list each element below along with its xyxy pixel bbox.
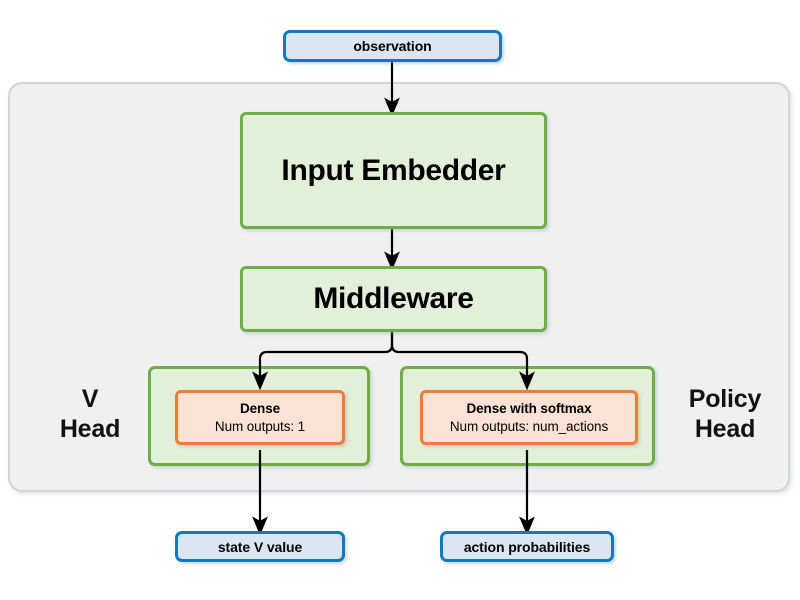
policy-head-caption: Policy Head	[662, 385, 788, 444]
node-action-probabilities[interactable]: action probabilities	[440, 531, 614, 562]
node-policy-dense-subtitle: Num outputs: num_actions	[449, 418, 609, 434]
node-state-v-value-label: state V value	[217, 538, 303, 555]
policy-head-caption-line-2: Head	[694, 414, 756, 443]
node-v-dense-title: Dense	[239, 401, 281, 417]
v-head-caption-line-2: Head	[59, 414, 121, 443]
v-head-caption-line-1: V	[81, 385, 99, 413]
node-input-embedder[interactable]: Input Embedder	[240, 112, 547, 229]
node-action-probabilities-label: action probabilities	[463, 538, 591, 555]
node-input-embedder-label: Input Embedder	[281, 153, 506, 187]
node-middleware[interactable]: Middleware	[240, 266, 547, 332]
node-policy-dense-title: Dense with softmax	[466, 401, 592, 417]
v-head-caption: V Head	[34, 385, 146, 444]
node-observation[interactable]: observation	[283, 30, 502, 62]
node-state-v-value[interactable]: state V value	[175, 531, 345, 562]
policy-head-caption-line-1: Policy	[688, 385, 762, 413]
node-v-dense[interactable]: Dense Num outputs: 1	[175, 390, 345, 445]
node-v-dense-subtitle: Num outputs: 1	[214, 418, 306, 434]
node-observation-label: observation	[353, 38, 432, 54]
node-middleware-label: Middleware	[313, 282, 474, 315]
node-policy-dense[interactable]: Dense with softmax Num outputs: num_acti…	[420, 390, 638, 445]
